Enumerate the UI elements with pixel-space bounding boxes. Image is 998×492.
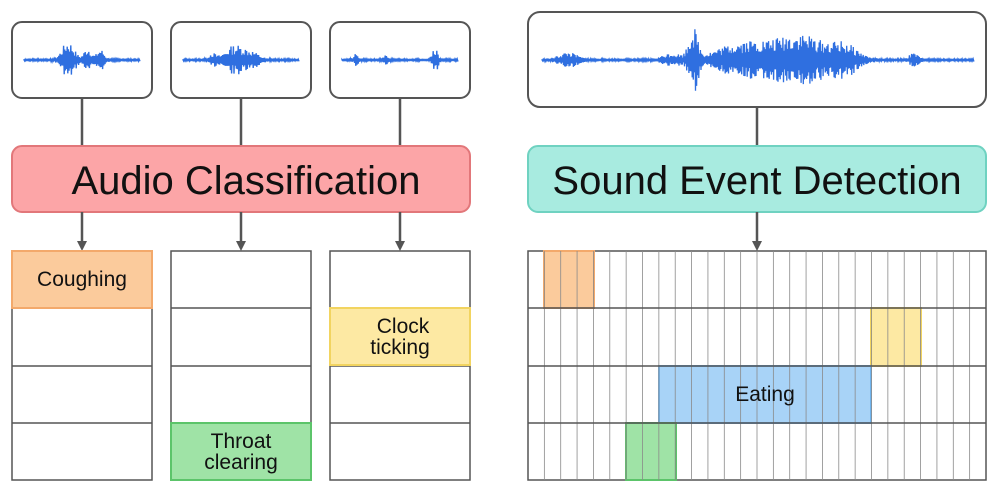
throat-clearing-label-line1: Throat xyxy=(211,430,272,453)
waveform-icon xyxy=(541,29,975,91)
ac-waveform-box-3 xyxy=(329,21,471,99)
sed-timeline-grid: Eating xyxy=(527,250,987,481)
clock-ticking-label-line2: ticking xyxy=(370,336,430,359)
sed-waveform-box xyxy=(527,11,987,108)
throat-clearing-label-line2: clearing xyxy=(204,451,278,474)
waveform-icon xyxy=(182,45,300,75)
clock-ticking-label-line1: Clock xyxy=(377,315,430,338)
coughing-cell xyxy=(11,250,153,309)
clock-ticking-cell xyxy=(329,307,471,366)
ac-waveform-box-1 xyxy=(11,21,153,99)
ac-class-grid-2: Throat clearing xyxy=(170,250,312,481)
audio-classification-title: Audio Classification xyxy=(71,159,420,203)
sound-event-detection-banner: Sound Event Detection xyxy=(527,145,987,213)
ac-waveform-box-2 xyxy=(170,21,312,99)
throat-clearing-cell xyxy=(170,422,312,481)
coughing-label: Coughing xyxy=(37,268,127,291)
waveform-icon xyxy=(23,45,141,75)
audio-classification-banner: Audio Classification xyxy=(11,145,471,213)
timeline-gridlines xyxy=(528,251,986,480)
eating-label: Eating xyxy=(735,383,795,406)
waveform-icon xyxy=(341,50,459,70)
throat-clearing-event xyxy=(625,422,677,481)
clock-ticking-event xyxy=(870,307,922,367)
ac-class-grid-3: Clock ticking xyxy=(329,250,471,481)
sound-event-detection-title: Sound Event Detection xyxy=(552,159,961,203)
coughing-event xyxy=(543,250,595,309)
ac-class-grid-1: Coughing xyxy=(11,250,153,481)
